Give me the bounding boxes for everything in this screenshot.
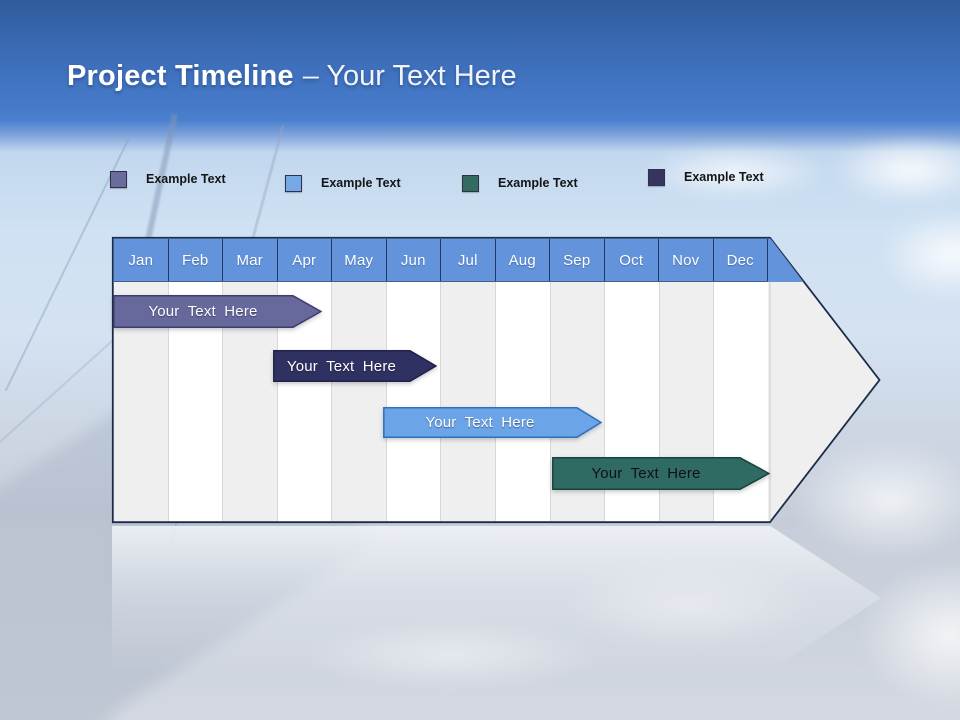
month-cell: Oct [605,239,659,281]
task-bar-4: Your Text Here [552,457,770,490]
legend-label: Example Text [146,172,226,186]
task-bar-3: Your Text Here [383,407,602,438]
month-cell: Mar [223,239,278,281]
month-column [331,282,386,521]
month-cell: May [332,239,387,281]
legend-label: Example Text [321,176,401,190]
cloud [830,135,960,205]
month-cell: Apr [278,239,332,281]
legend-item: Example Text [285,172,401,194]
legend-item: Example Text [648,166,764,188]
month-cell: Aug [496,239,550,281]
month-column [440,282,496,521]
month-cell: Dec [714,239,768,281]
task-bar-shape [273,350,437,382]
month-header-row: Jan Feb Mar Apr May Jun Jul Aug Sep Oct … [114,239,768,282]
sea-foam [860,560,960,710]
task-bar-2: Your Text Here [273,350,437,382]
task-bar-label: Your Text Here [591,465,701,482]
month-cell: Sep [550,239,605,281]
boat-hull [0,520,110,720]
month-column [495,282,550,521]
month-cell: Jan [114,239,169,281]
task-bar-label: Your Text Here [286,357,397,375]
legend-item: Example Text [462,172,578,194]
month-cell: Nov [659,239,714,281]
title-main: Project Timeline [67,60,294,92]
timeline-header-band [113,238,804,282]
cloud [880,210,960,300]
title-subtitle: – Your Text Here [302,60,517,92]
legend-swatch [285,174,302,192]
month-cell: Feb [169,239,223,281]
task-bar-shape [552,457,770,490]
task-bar-shape [383,407,602,438]
legend-swatch [648,168,665,186]
task-bar-shape [113,295,322,328]
month-column [385,282,441,521]
task-bar-label: Your Text Here [148,303,258,320]
legend-swatch [110,170,127,188]
task-bar-label: Your Text Here [425,414,535,431]
table-reflection [112,526,881,670]
legend-item: Example Text [110,168,226,190]
legend-label: Example Text [498,176,578,190]
legend-swatch [462,174,479,192]
month-cell: Jun [387,239,441,281]
task-bar-1: Your Text Here [113,295,322,328]
legend-label: Example Text [684,170,764,184]
month-cell: Jul [441,239,496,281]
slide-title: Project Timeline– Your Text Here [67,60,517,93]
